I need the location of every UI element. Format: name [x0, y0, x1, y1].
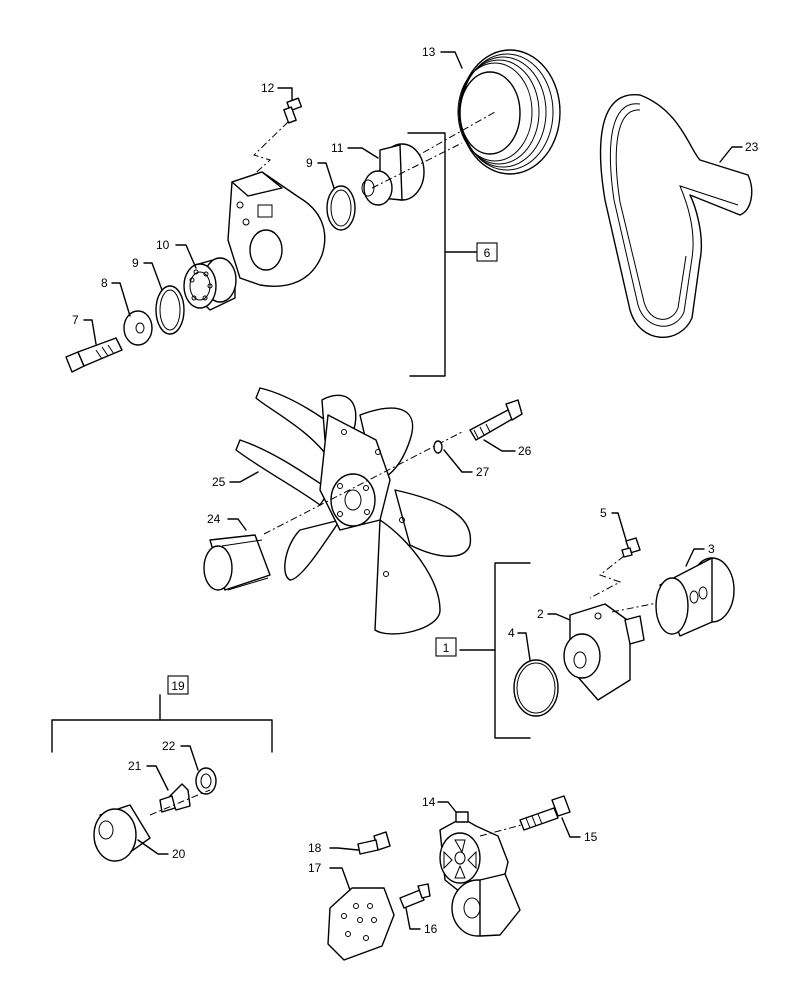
bearing-10 [183, 257, 237, 311]
callout-25: 25 [212, 475, 226, 489]
callout-3: 3 [708, 542, 715, 556]
leader-lines [83, 51, 743, 930]
snap-ring-9-lower [155, 285, 185, 335]
spacer-24 [203, 534, 271, 591]
idler-bracket-housing [227, 171, 326, 287]
callout-12: 12 [261, 81, 275, 95]
callout-10: 10 [156, 238, 170, 252]
pulley-3 [655, 557, 735, 637]
callout-9-lower: 9 [132, 256, 139, 270]
assembly-bracket-1: 1 [435, 562, 531, 739]
assembly-label-1: 1 [443, 641, 450, 655]
callout-26: 26 [518, 444, 532, 458]
o-ring-4 [513, 659, 559, 717]
callout-9-upper: 9 [306, 156, 313, 170]
bolt-12 [247, 97, 303, 181]
callout-16: 16 [424, 922, 438, 936]
tensioner-14 [439, 811, 549, 937]
shaft-11 [361, 142, 463, 206]
water-pump-2 [563, 599, 673, 701]
bolt-5 [589, 537, 641, 599]
assembly-bracket-19: 19 [51, 675, 273, 753]
idler-pulley-20 [93, 804, 151, 862]
callout-27: 27 [476, 465, 490, 479]
washer-27 [433, 440, 443, 454]
callout-18: 18 [308, 841, 322, 855]
fan-25 [235, 387, 472, 635]
belt-23 [599, 94, 753, 339]
callout-7: 7 [72, 313, 79, 327]
callout-20: 20 [172, 847, 186, 861]
bolt-21 [149, 783, 211, 816]
callout-2: 2 [537, 607, 544, 621]
plate-17 [327, 887, 395, 961]
assembly-label-6: 6 [484, 246, 491, 260]
bolt-18 [357, 831, 391, 855]
callout-5: 5 [600, 506, 607, 520]
assembly-bracket-6: 6 [407, 132, 498, 377]
callout-8: 8 [101, 276, 108, 290]
callout-14: 14 [422, 795, 436, 809]
callout-22: 22 [162, 739, 176, 753]
bolt-7 [65, 337, 123, 373]
callout-21: 21 [128, 759, 142, 773]
callout-15: 15 [584, 830, 598, 844]
washer-22 [195, 767, 217, 795]
callout-23: 23 [745, 140, 759, 154]
snap-ring-9-upper [326, 185, 356, 231]
callout-13: 13 [422, 45, 436, 59]
washer-8 [123, 310, 153, 346]
callout-4: 4 [508, 626, 515, 640]
assembly-label-19: 19 [171, 679, 185, 693]
bolt-16 [399, 883, 431, 909]
callout-11: 11 [331, 141, 344, 155]
bolt-26 [469, 399, 523, 441]
pulley-13 [409, 49, 561, 175]
callout-17: 17 [308, 861, 322, 875]
callout-labels: 12 13 11 9 10 9 8 7 23 26 27 25 24 5 3 2… [72, 45, 759, 936]
callout-24: 24 [207, 512, 221, 526]
bolt-15 [519, 795, 571, 831]
